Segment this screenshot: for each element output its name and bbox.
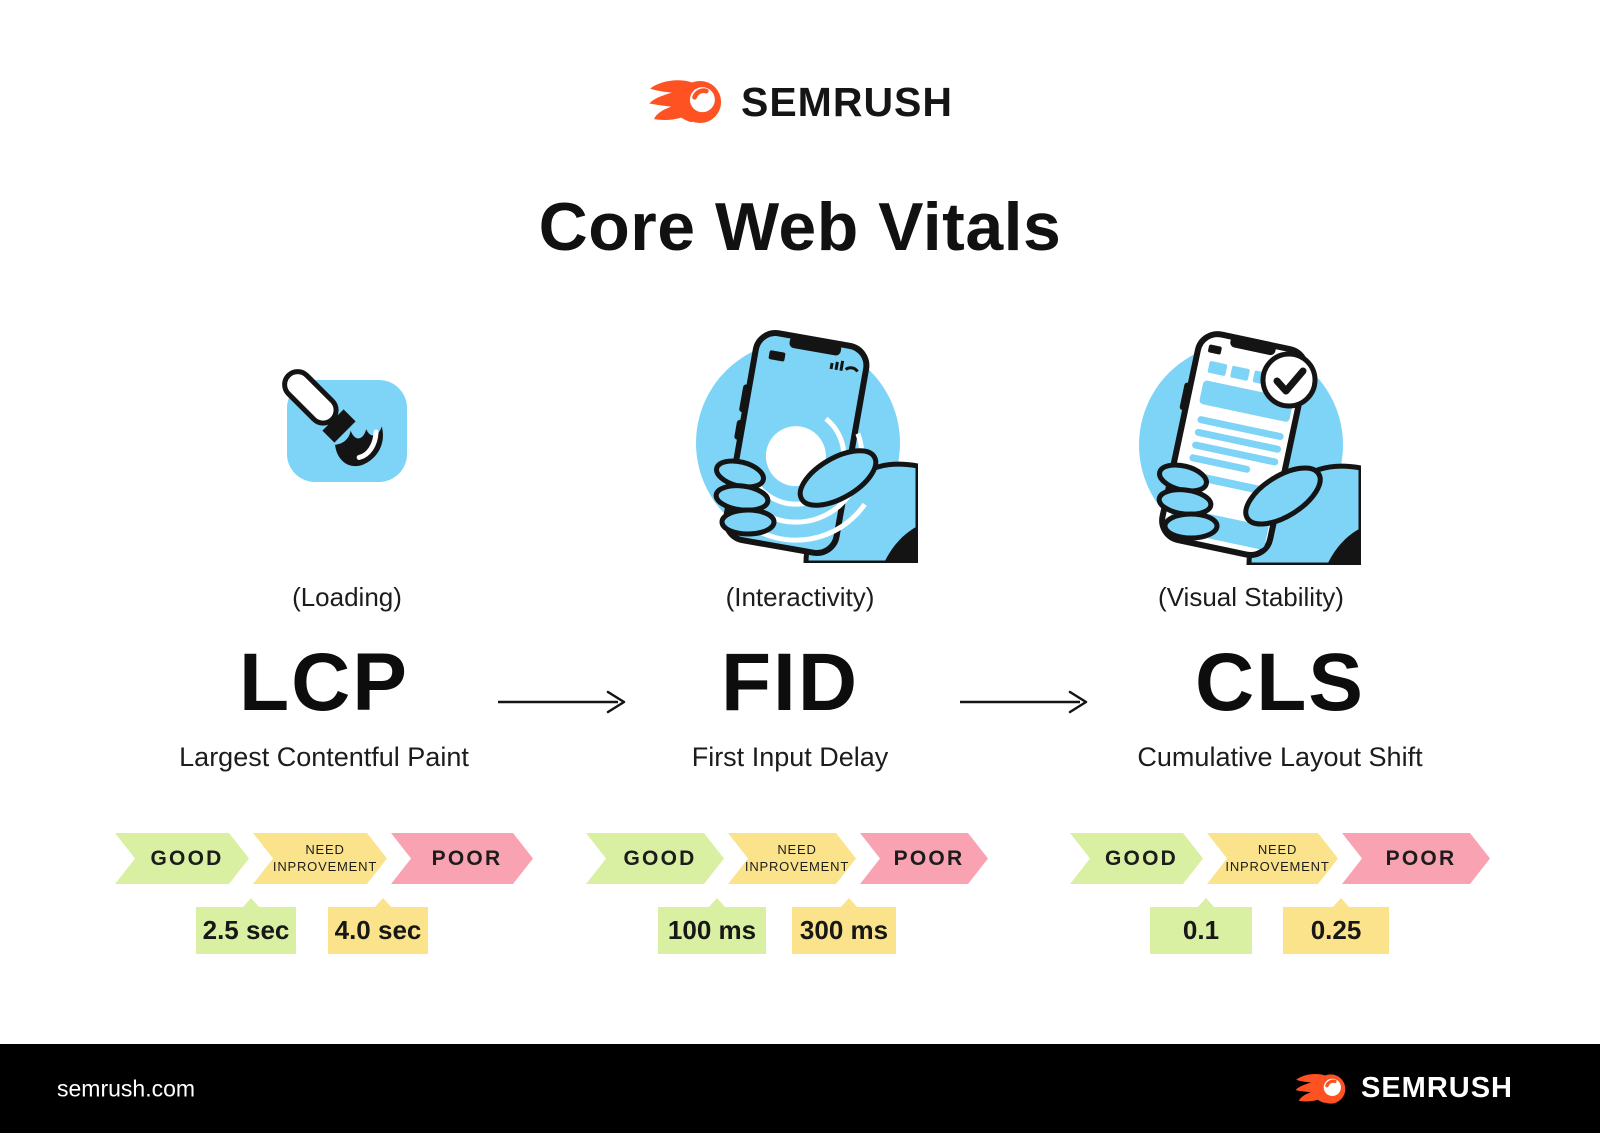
fid-category-label: (Interactivity) [725, 582, 875, 612]
lcp-acronym: LCP [239, 637, 409, 728]
arrow-right-icon [498, 690, 626, 714]
fid-threshold-good: 100 ms [658, 898, 766, 954]
lcp-threshold-poor: 4.0 sec [328, 898, 428, 954]
fid-scale-need-improvement: NEED INPROVEMENT [728, 833, 856, 884]
cls-scale-need-improvement: NEED INPROVEMENT [1207, 833, 1338, 884]
cls-scale-need-label: NEED INPROVEMENT [1225, 842, 1330, 874]
cls-scale-good: GOOD [1070, 833, 1203, 884]
fid-full-name: First Input Delay [691, 742, 889, 772]
fid-acronym: FID [720, 637, 860, 728]
lcp-scale-good-label: GOOD [150, 846, 224, 870]
fid-scale-poor: POOR [860, 833, 988, 884]
semrush-logo-footer: SEMRUSH [1294, 1071, 1513, 1107]
semrush-wordmark: SEMRUSH [1360, 1072, 1513, 1104]
lcp-scale-need-label: NEED INPROVEMENT [272, 842, 378, 874]
lcp-scale-poor-label: POOR [431, 846, 503, 870]
semrush-flame-icon [1295, 1073, 1346, 1104]
cls-category-label: (Visual Stability) [1158, 582, 1344, 612]
footer-bar: semrush.com SEMRUSH [0, 1044, 1600, 1133]
cls-threshold-poor: 0.25 [1283, 898, 1389, 954]
semrush-flame-icon [649, 80, 722, 124]
lcp-scale-need-improvement: NEED INPROVEMENT [253, 833, 387, 884]
lcp-full-name: Largest Contentful Paint [179, 742, 469, 772]
paintbrush-icon [282, 369, 407, 482]
footer-site-url: semrush.com [57, 1075, 196, 1101]
cls-scale-poor: POOR [1342, 833, 1490, 884]
lcp-scale-poor: POOR [391, 833, 533, 884]
lcp-scale-good: GOOD [115, 833, 249, 884]
cls-threshold-good: 0.1 [1150, 898, 1252, 954]
phone-tap-icon [696, 330, 918, 563]
cls-scale-poor-label: POOR [1385, 846, 1457, 870]
fid-scale-poor-label: POOR [893, 846, 965, 870]
fid-scale-good-label: GOOD [623, 846, 697, 870]
lcp-category-label: (Loading) [292, 582, 402, 612]
semrush-wordmark: SEMRUSH [740, 78, 954, 125]
cls-full-name: Cumulative Layout Shift [1137, 742, 1423, 772]
phone-check-icon [1139, 331, 1361, 565]
cls-scale-good-label: GOOD [1105, 846, 1178, 870]
arrow-right-icon [960, 690, 1088, 714]
semrush-logo-header: SEMRUSH [0, 76, 1600, 128]
page-title: Core Web Vitals [538, 189, 1062, 265]
fid-scale-good: GOOD [586, 833, 724, 884]
fid-scale-need-label: NEED INPROVEMENT [744, 842, 850, 874]
lcp-threshold-good: 2.5 sec [196, 898, 296, 954]
cls-acronym: CLS [1195, 637, 1365, 728]
fid-threshold-poor: 300 ms [792, 898, 896, 954]
